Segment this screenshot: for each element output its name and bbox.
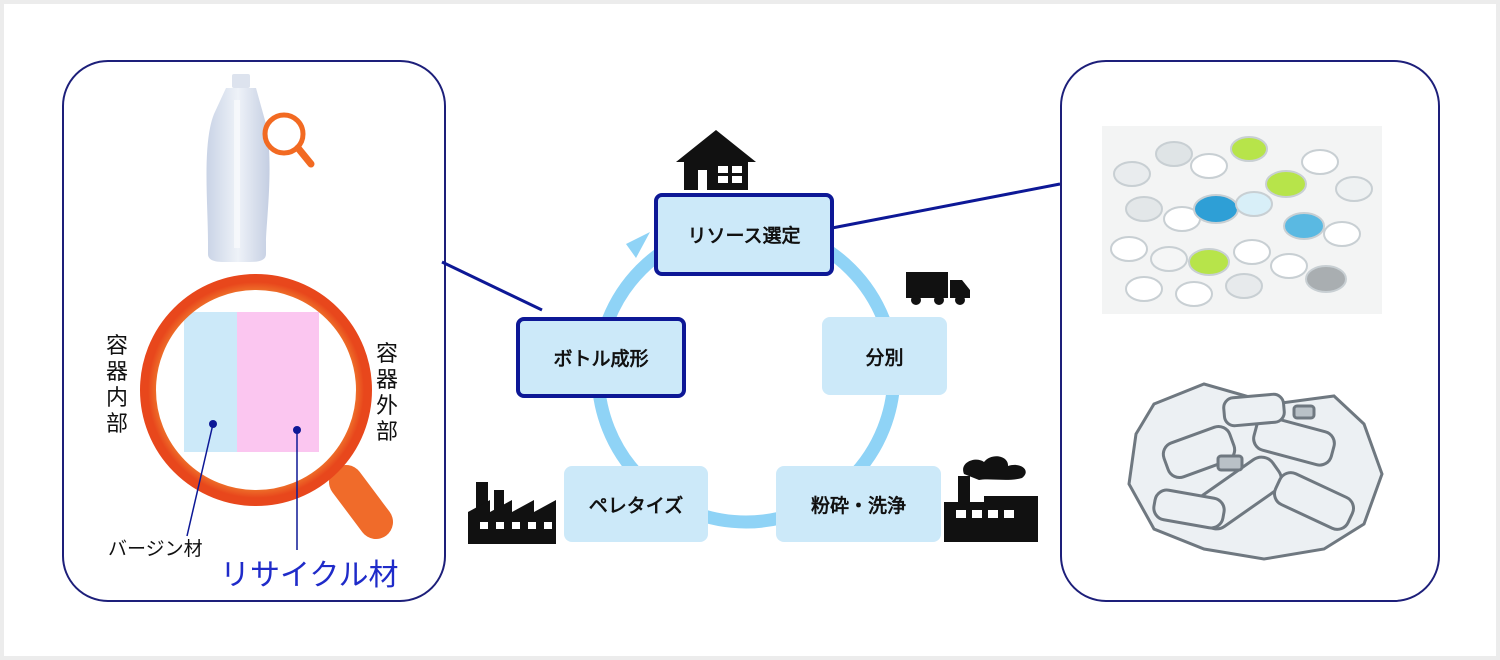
connector-line-right [831, 182, 1061, 230]
diagram-canvas: リソース選定 分別 粉砕・洗浄 ペレタイズ ボトル成形 容器内部 容器外部 バー… [4, 4, 1496, 656]
step-label: ボトル成形 [553, 348, 649, 370]
step-resource-selection: リソース選定 [654, 193, 834, 276]
plastic-bottles-illustration [1127, 382, 1384, 561]
step-bottle-molding: ボトル成形 [516, 317, 686, 398]
container-inside-label: 容器内部 [105, 334, 128, 437]
house-icon [676, 130, 756, 190]
container-outside-label: 容器外部 [375, 342, 398, 445]
recycled-layer [237, 312, 319, 452]
step-pelletizing: ペレタイズ [564, 466, 708, 542]
step-label: 分別 [865, 346, 904, 369]
step-label: 粉砕・洗浄 [810, 494, 906, 517]
cycle-arrowhead [626, 232, 650, 258]
small-magnifier-icon [262, 112, 315, 168]
magnifier-icon [140, 274, 393, 550]
step-crushing-washing: 粉砕・洗浄 [776, 466, 941, 542]
truck-icon [906, 272, 970, 305]
step-label: リソース選定 [687, 225, 801, 247]
step-label: ペレタイズ [588, 494, 684, 517]
bottle-caps-photo [1102, 126, 1382, 314]
virgin-material-label: バージン材 [108, 538, 203, 560]
recycled-material-label: リサイクル材 [220, 558, 399, 593]
connector-line-left [441, 260, 543, 312]
step-sorting: 分別 [822, 317, 947, 395]
factory-icon [468, 482, 556, 544]
factory-smoke-icon [944, 456, 1038, 542]
bottle-image [206, 74, 270, 262]
